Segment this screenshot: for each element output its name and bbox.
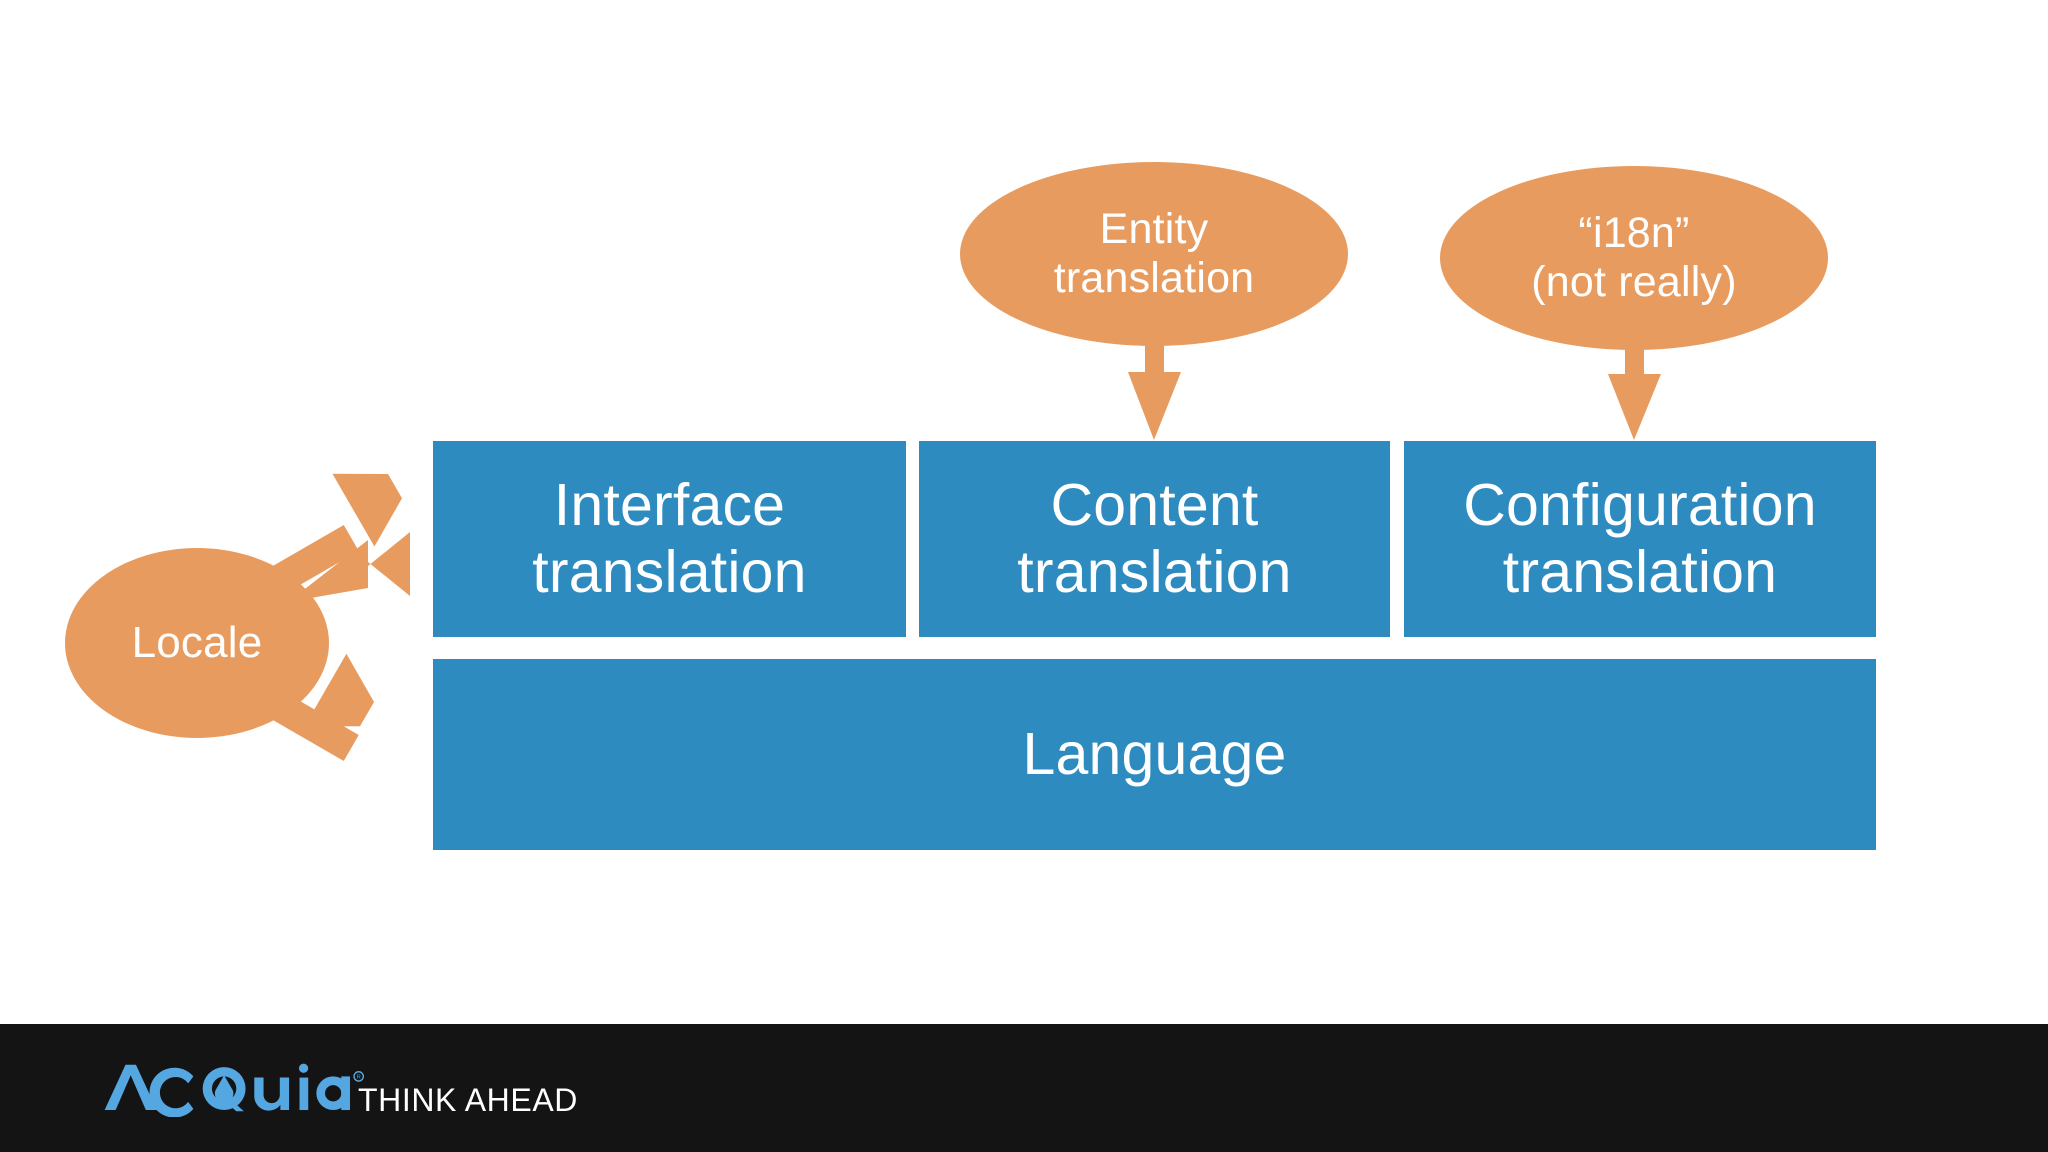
acquia-logo: R xyxy=(104,1063,365,1117)
arrow-locale-to-interface xyxy=(288,532,410,602)
think-ahead-tagline: THINK AHEAD xyxy=(358,1082,578,1118)
i18n-to-configuration-arrow xyxy=(1608,334,1661,440)
entity-translation-ellipse xyxy=(960,162,1348,346)
language-box xyxy=(433,659,1876,850)
svg-text:R: R xyxy=(357,1075,361,1081)
entity-to-content-arrow xyxy=(1128,330,1181,440)
i18n-ellipse xyxy=(1440,166,1828,350)
configuration-translation-box xyxy=(1404,441,1876,637)
interface-translation-box xyxy=(433,441,906,637)
locale-ellipse xyxy=(65,548,329,738)
content-translation-box xyxy=(919,441,1390,637)
